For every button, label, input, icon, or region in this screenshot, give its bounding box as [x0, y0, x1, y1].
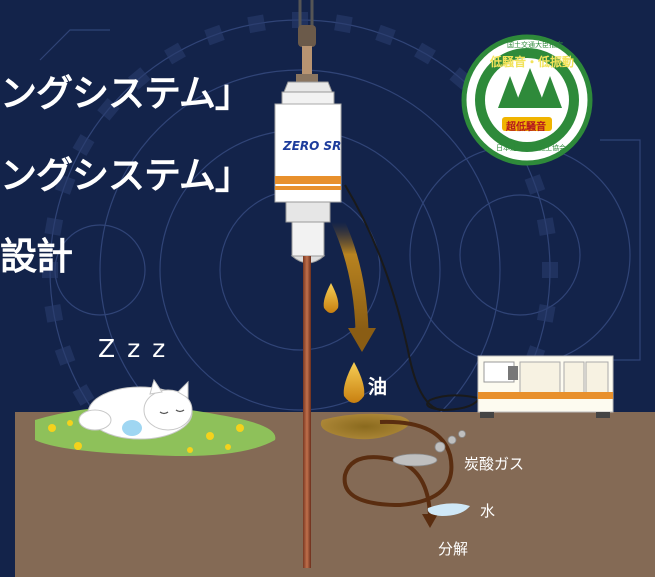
label-water: 水: [480, 502, 496, 520]
heading-line-1: ングシステム」: [0, 72, 252, 115]
water-puddle: [427, 503, 470, 516]
oil-drop-large: [343, 362, 365, 403]
gear-tooth: [42, 262, 58, 278]
gear-tooth: [72, 384, 95, 406]
label-oil: 油: [368, 376, 388, 398]
certification-badge: [461, 34, 593, 166]
gear-tooth: [54, 345, 76, 366]
machine-brand-label: ZERO SR: [283, 139, 342, 153]
gear-tooth: [128, 67, 151, 90]
sleeping-cat-icon: [78, 378, 193, 440]
sleep-zzz: Z z z: [98, 334, 168, 363]
gear-tooth: [414, 42, 436, 65]
oil-drop-small: [323, 283, 339, 313]
gear-tooth: [375, 24, 396, 46]
gear-tooth: [247, 14, 266, 34]
gear-tooth: [72, 134, 95, 156]
generator-unit: [477, 355, 614, 418]
badge-top-text: 国土交通大臣指定: [507, 41, 563, 49]
gear-tooth: [334, 14, 353, 34]
gear-tooth: [44, 304, 64, 323]
badge-bottom-text: 日本建設機械施工協会: [496, 144, 566, 152]
hose: [344, 184, 479, 412]
label-co2: 炭酸ガス: [464, 455, 525, 473]
badge-arc-text: 低騒音・低振動: [490, 55, 575, 69]
gear-tooth: [536, 304, 556, 323]
heading-line-2: ングシステム」: [0, 154, 252, 197]
gear-tooth: [536, 217, 556, 236]
crane-hook: [296, 0, 318, 82]
gear-tooth: [44, 217, 64, 236]
gear-tooth: [204, 24, 225, 46]
gear-tooth: [164, 42, 186, 65]
drill-pipe: [303, 256, 311, 568]
gear-tooth: [54, 174, 76, 195]
gear-tooth: [524, 174, 546, 195]
badge-stamp: 超低騒音: [506, 122, 546, 133]
label-decompose: 分解: [438, 540, 469, 558]
flow-arrow: [331, 215, 369, 337]
drill-machine: [274, 81, 342, 264]
gear-tooth: [542, 262, 558, 278]
flowers: [48, 420, 244, 453]
co2-gas-cloud: [392, 430, 466, 467]
gear-tooth: [97, 98, 120, 121]
heading-line-3: 設計: [0, 235, 73, 278]
